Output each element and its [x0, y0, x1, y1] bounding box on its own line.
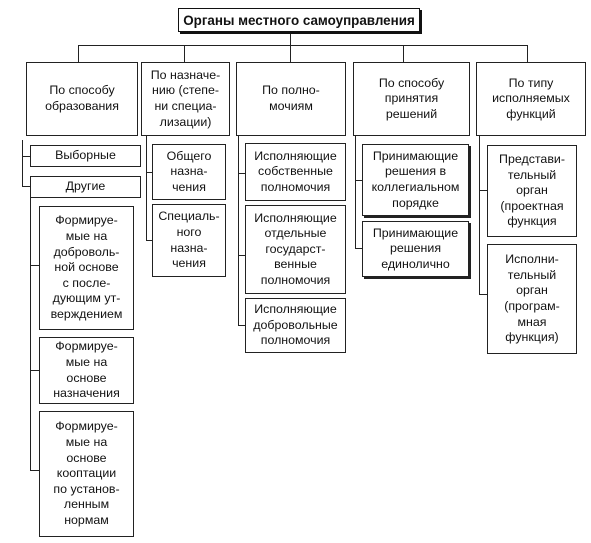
item-representative-body: Представи- тельный орган (проектная функ… — [487, 145, 577, 237]
item-sole-decisions: Принимающие решения единолично — [362, 221, 469, 277]
category-formation-method: По способу образования — [26, 62, 138, 136]
connector — [22, 186, 30, 188]
subitem-cooptation: Формируе- мые на основе кооптации по уст… — [39, 411, 134, 537]
item-other: Другие — [30, 176, 141, 198]
connector — [30, 265, 39, 267]
connector — [184, 45, 186, 62]
item-executive-body: Исполни- тельный орган (програм- мная фу… — [487, 244, 577, 354]
connector — [290, 45, 292, 62]
diagram-title: Органы местного самоуправления — [178, 8, 420, 32]
item-state-powers: Исполняющие отдельные государст- венные … — [245, 205, 346, 294]
connector — [355, 248, 362, 250]
connector — [527, 45, 529, 62]
connector — [22, 156, 30, 158]
category-decision-method: По способу принятия решений — [353, 62, 470, 136]
connector — [479, 135, 481, 295]
item-general-purpose: Общего назна- чения — [152, 144, 226, 200]
connector — [355, 180, 362, 182]
item-voluntary-powers: Исполняющие добровольные полномочия — [245, 298, 346, 353]
connector — [146, 172, 152, 174]
connector — [238, 135, 240, 326]
connector — [78, 45, 527, 47]
category-function-type: По типу исполняемых функций — [476, 62, 586, 136]
connector — [30, 370, 39, 372]
item-own-powers: Исполняющие собственные полномочия — [245, 143, 346, 201]
category-purpose: По назначе- нию (степе- ни специа- лизац… — [141, 62, 230, 136]
connector — [238, 325, 245, 327]
connector — [479, 190, 487, 192]
connector — [238, 173, 245, 175]
connector — [146, 240, 152, 242]
item-collegial-decisions: Принимающие решения в коллегиальном поря… — [362, 144, 469, 216]
item-elected: Выборные — [30, 145, 141, 167]
connector — [238, 255, 245, 257]
subitem-appointment: Формируе- мые на основе назначения — [39, 337, 134, 404]
connector — [146, 135, 148, 241]
connector — [290, 31, 292, 45]
item-special-purpose: Специаль- ного назна- чения — [152, 204, 226, 277]
category-powers: По полно- мочиям — [236, 62, 346, 136]
connector — [30, 196, 32, 471]
connector — [403, 45, 405, 62]
connector — [479, 294, 487, 296]
connector — [355, 135, 357, 249]
connector — [78, 45, 80, 62]
connector — [22, 140, 24, 187]
connector — [30, 470, 39, 472]
subitem-voluntary-basis: Формируе- мые на доброволь- ной основе с… — [39, 206, 134, 330]
